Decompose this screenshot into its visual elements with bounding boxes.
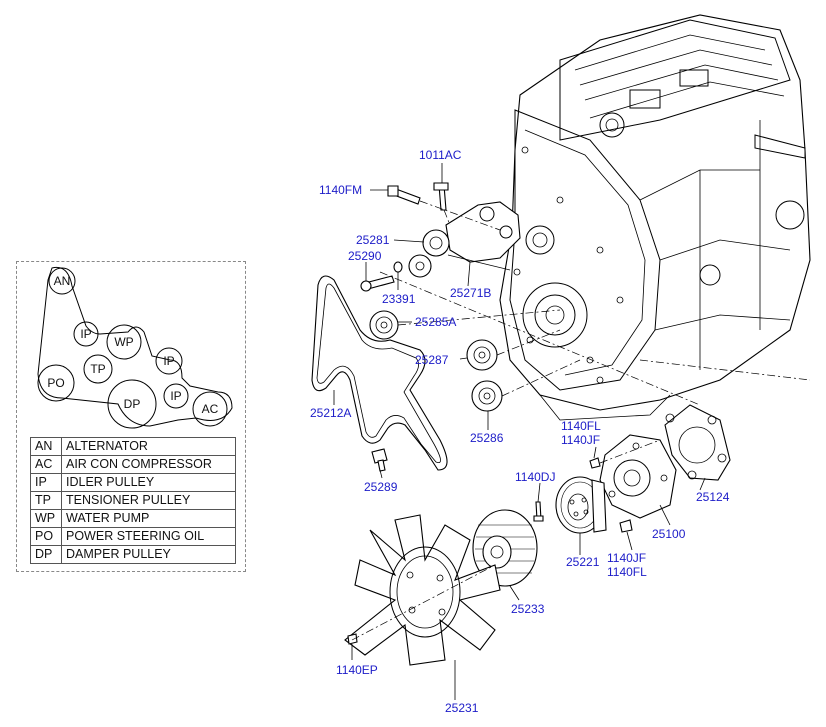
serpentine-belt-route	[37, 266, 233, 427]
pulley-label: IP	[170, 389, 181, 403]
idler-pulleys	[369, 309, 581, 412]
part-label-25100: 25100	[652, 527, 686, 541]
leader-lines	[333, 163, 706, 700]
part-label-25281: 25281	[356, 233, 390, 247]
water-pump-assembly	[379, 271, 811, 533]
pulley-label: IP	[80, 327, 91, 341]
idler-pulley-upper	[73, 321, 99, 347]
part-label-25221: 25221	[566, 555, 600, 569]
pulley-label: IP	[163, 354, 174, 368]
water-pump-pulley-part	[555, 476, 607, 534]
belt-routing-legend-frame	[16, 261, 246, 572]
part-label-23391: 23391	[382, 292, 416, 306]
part-label-1140DJ: 1140DJ	[515, 470, 555, 484]
legend-name: WATER PUMP	[61, 509, 236, 528]
part-label-25286: 25286	[470, 431, 504, 445]
legend-name: DAMPER PULLEY	[61, 545, 236, 564]
tensioner-pulley	[83, 354, 113, 384]
part-label-1140FM: 1140FM	[319, 183, 362, 197]
idler-pulley-right	[155, 347, 183, 375]
part-label-25271B: 25271B	[450, 286, 491, 300]
part-label-25212A: 25212A	[310, 406, 351, 420]
part-label-1011AC: 1011AC	[419, 148, 462, 162]
pulley-label: AN	[54, 274, 71, 288]
part-label-1140JF: 1140JF	[607, 551, 646, 565]
serpentine-belt	[311, 275, 448, 471]
engine-block-drawing	[499, 14, 811, 421]
alternator-pulley	[48, 267, 76, 295]
water-pump-pulley	[106, 324, 142, 360]
cooling-fan	[344, 514, 501, 666]
tensioner-assembly	[360, 182, 521, 292]
bolt-1140DJ	[533, 501, 544, 522]
air-con-pulley	[192, 391, 228, 427]
part-label-25290: 25290	[348, 249, 382, 263]
idler-pulley-lower	[163, 383, 189, 409]
part-label-25124: 25124	[696, 490, 730, 504]
legend-abbr: DP	[30, 545, 62, 564]
damper-pulley	[107, 379, 157, 429]
part-label-1140FL: 1140FL	[607, 565, 647, 579]
part-label-1140FL: 1140FL	[561, 419, 601, 433]
part-number-labels: 1011AC 1140FM 25281 25290 23391 25271B 2…	[310, 148, 730, 715]
pulley-label: TP	[90, 362, 105, 376]
part-label-1140EP: 1140EP	[336, 663, 378, 677]
part-label-1140JF: 1140JF	[561, 433, 600, 447]
part-label-25287: 25287	[415, 353, 449, 367]
bolt-25289	[371, 448, 388, 472]
legend-name: ALTERNATOR	[61, 437, 236, 456]
pulley-label: WP	[114, 335, 133, 349]
power-steering-pulley	[37, 364, 75, 402]
part-label-25233: 25233	[511, 602, 545, 616]
part-label-25289: 25289	[364, 480, 398, 494]
part-label-25231: 25231	[445, 701, 479, 715]
belt-routing-schematic: AN IP WP IP TP PO DP IP AC	[37, 266, 233, 429]
part-label-25285A: 25285A	[415, 315, 456, 329]
pulley-label: PO	[47, 376, 64, 390]
pulley-label: DP	[124, 397, 141, 411]
pulley-label: AC	[202, 402, 219, 416]
